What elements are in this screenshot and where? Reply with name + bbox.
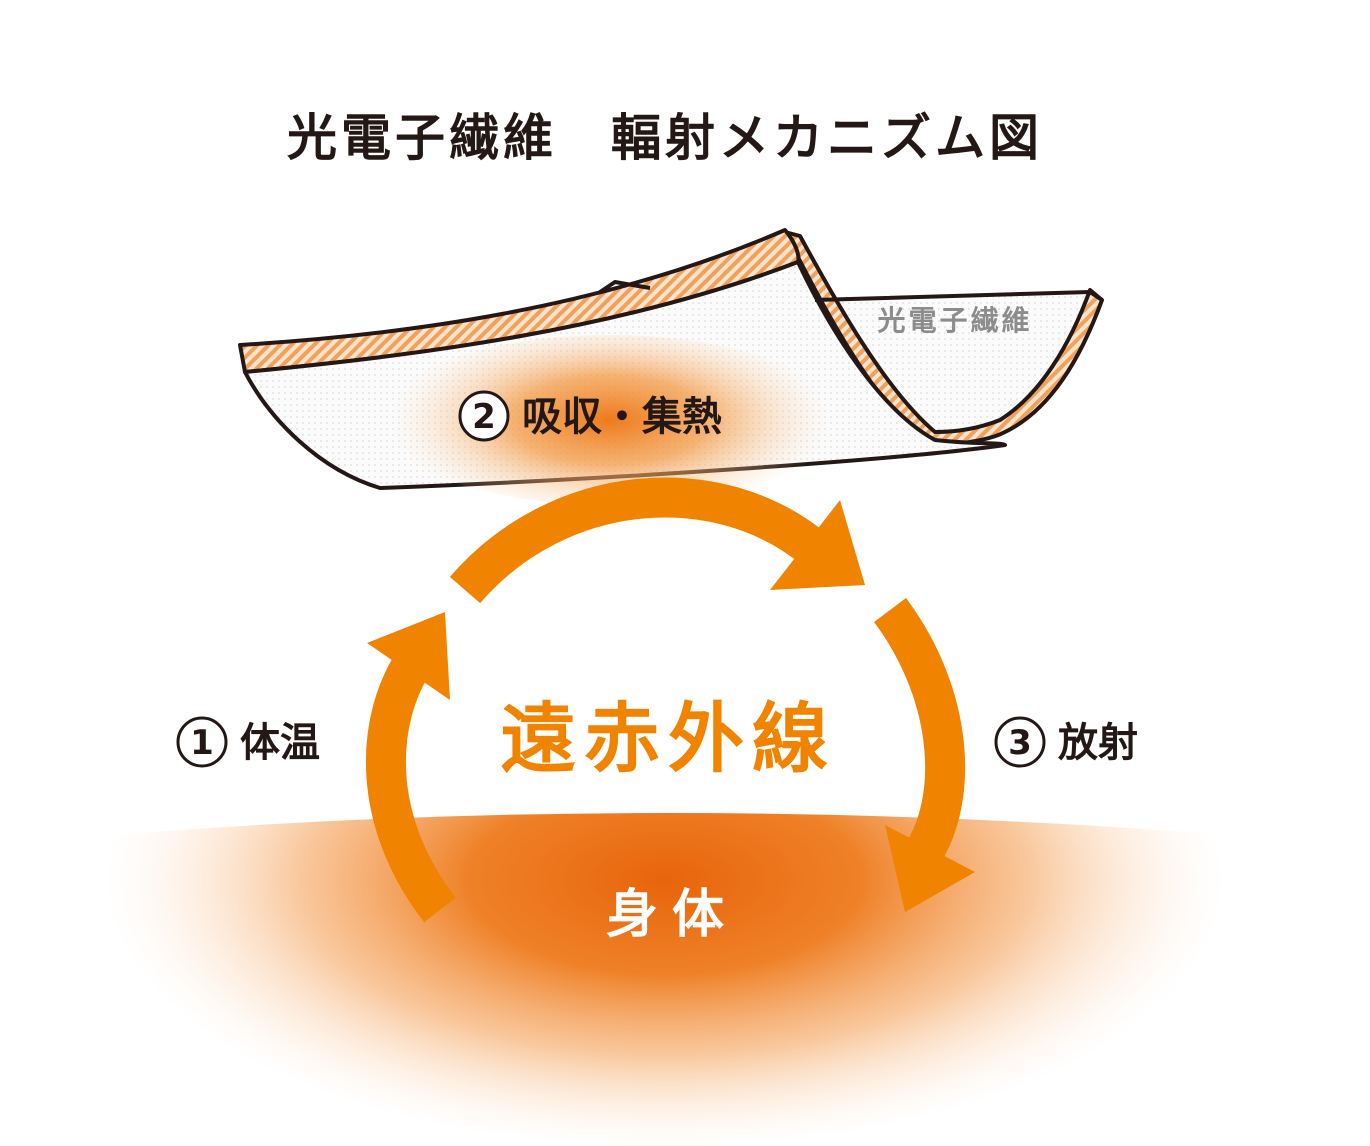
step-2-number: 2 (472, 397, 496, 437)
arrow-top-head (770, 500, 865, 590)
diagram-title: 光電子繊維 輻射メカニズム図 (287, 109, 1043, 167)
step-3: 3 放射 (994, 716, 1138, 768)
cycle-arrows (365, 477, 975, 923)
fabric-illustration (238, 228, 1104, 505)
fiber-label: 光電子繊維 (876, 304, 1032, 337)
step-1-number-badge (176, 716, 228, 768)
arrow-left-head (367, 612, 450, 700)
step-1: 1 体温 (176, 716, 320, 768)
step-1-label: 体温 (240, 720, 320, 766)
step-3-label: 放射 (1058, 720, 1138, 766)
step-2-label: 吸収・集熱 (522, 394, 722, 440)
arrow-top (449, 477, 828, 604)
step-3-number-badge (994, 716, 1046, 768)
body-label: 身体 (606, 885, 738, 945)
body-glow (100, 813, 1240, 1146)
step-2: 2 吸収・集熱 (458, 390, 722, 442)
step-3-number: 3 (1008, 723, 1032, 763)
arrow-right-head (885, 825, 975, 912)
step-2-number-badge (458, 390, 510, 442)
center-label: 遠赤外線 (500, 694, 836, 783)
step-1-number: 1 (190, 723, 214, 763)
arrow-left (365, 648, 456, 923)
arrow-right (873, 598, 966, 861)
